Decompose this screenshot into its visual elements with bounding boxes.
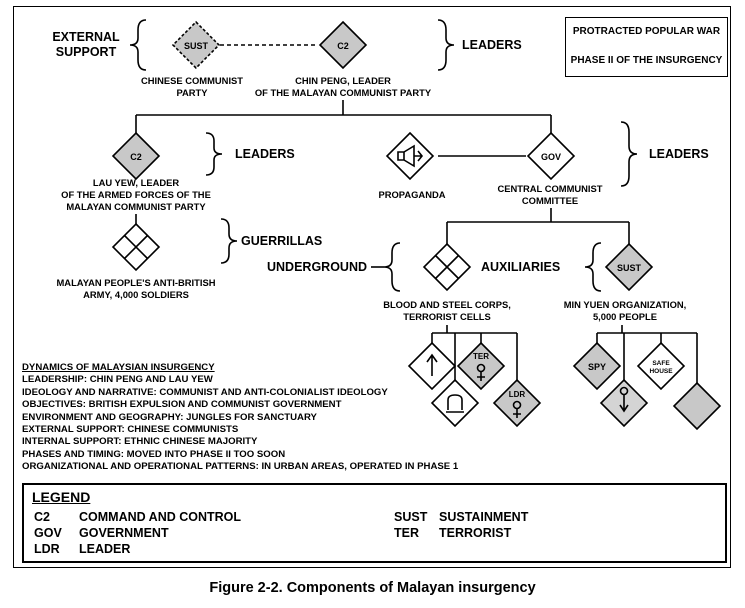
brace-left	[383, 242, 401, 292]
legend-def: LEADER	[79, 542, 131, 556]
dynamics-line: EXTERNAL SUPPORT: CHINESE COMMUNISTS	[22, 424, 239, 436]
legend-abbr: C2	[34, 510, 50, 524]
loudspeaker-icon	[397, 144, 424, 168]
committee-caption: CENTRAL COMMUNIST	[497, 183, 602, 194]
legend-def: TERRORIST	[439, 526, 512, 540]
ter-diamond	[456, 341, 506, 391]
army-caption: MALAYAN PEOPLE'S ANTI-BRITISH	[56, 277, 215, 288]
blank-diamond	[672, 381, 722, 431]
committee-caption: COMMITTEE	[522, 195, 578, 206]
figure-caption: Figure 2-2. Components of Malayan insurg…	[209, 580, 536, 596]
bell-icon	[446, 394, 464, 413]
external-support-label: SUPPORT	[56, 45, 117, 59]
army-caption: ARMY, 4,000 SOLDIERS	[83, 289, 189, 300]
legend-def: SUSTAINMENT	[439, 510, 529, 524]
c2-node-label: C2	[337, 41, 349, 51]
dynamics-line: IDEOLOGY AND NARRATIVE: COMMUNIST AND AN…	[22, 386, 388, 398]
ter-symbol-icon	[476, 363, 486, 373]
c2-diamond-chin-peng	[318, 20, 368, 70]
note-line: PHASE II OF THE INSURGENCY	[570, 55, 723, 66]
chin-peng-caption: OF THE MALAYAN COMMUNIST PARTY	[255, 87, 432, 98]
legend-abbr: LDR	[34, 542, 60, 556]
cross-icon	[434, 254, 460, 280]
leaders-label: LEADERS	[462, 38, 522, 52]
legend-box: LEGEND C2 COMMAND AND CONTROL GOV GOVERN…	[22, 483, 727, 563]
dynamics-line: PHASES AND TIMING: MOVED INTO PHASE II T…	[22, 448, 286, 460]
legend-def: COMMAND AND CONTROL	[79, 510, 242, 524]
diagram-frame	[13, 6, 731, 568]
brace-left	[129, 19, 147, 71]
external-support-label: EXTERNAL	[52, 30, 120, 44]
dynamics-panel: DYNAMICS OF MALAYSIAN INSURGENCY LEADERS…	[22, 362, 492, 474]
sust-node-label: SUST	[184, 41, 209, 51]
gov-diamond	[526, 131, 576, 181]
spy-node-label: SPY	[588, 362, 606, 372]
dynamics-title: DYNAMICS OF MALAYSIAN INSURGENCY	[22, 362, 215, 373]
legend-abbr: GOV	[34, 526, 62, 540]
gov-node-label: GOV	[541, 152, 561, 162]
min-yuen-caption: MIN YUEN ORGANIZATION,	[564, 299, 687, 310]
ldr-diamond	[492, 378, 542, 428]
sust-caption: CHINESE COMMUNIST	[141, 75, 243, 86]
phase-note-box: PROTRACTED POPULAR WAR PHASE II OF THE I…	[565, 17, 728, 77]
legend-abbr: TER	[394, 526, 419, 540]
ldr-node-label: LDR	[509, 390, 526, 399]
sust-diamond-external	[171, 20, 221, 70]
sust-diamond-auxiliaries	[604, 242, 654, 292]
dynamics-line: ENVIRONMENT AND GEOGRAPHY: JUNGLES FOR S…	[22, 411, 317, 423]
sust-caption: PARTY	[176, 87, 208, 98]
leaders-label: LEADERS	[235, 147, 295, 161]
weapon-diamond	[430, 378, 480, 428]
blood-steel-caption: BLOOD AND STEEL CORPS,	[383, 299, 511, 310]
c2-diamond-lau-yew	[111, 131, 161, 181]
up-arrow-icon	[426, 353, 438, 376]
spy-diamond	[572, 341, 622, 391]
dynamics-line: INTERNAL SUPPORT: ETHNIC CHINESE MAJORIT…	[22, 436, 258, 448]
min-yuen-caption: 5,000 PEOPLE	[593, 311, 657, 322]
safe-house-label: SAFE	[652, 360, 670, 367]
auxiliaries-label: AUXILIARIES	[481, 260, 560, 274]
legend-def: GOVERNMENT	[79, 526, 169, 540]
brace-right	[220, 218, 238, 264]
underground-label: UNDERGROUND	[267, 260, 367, 274]
legend-title: LEGEND	[32, 489, 91, 505]
leaders-label: LEADERS	[649, 147, 709, 161]
dynamics-line: ORGANIZATIONAL AND OPERATIONAL PATTERNS:…	[22, 461, 459, 473]
dynamics-line: LEADERSHIP: CHIN PENG AND LAU YEW	[22, 374, 213, 386]
cross-icon	[123, 234, 149, 260]
brace-right	[437, 19, 455, 71]
lau-yew-caption: MALAYAN COMMUNIST PARTY	[66, 201, 206, 212]
safe-house-diamond	[636, 341, 686, 391]
ldr-symbol-icon	[512, 400, 522, 410]
brace-right	[620, 121, 638, 187]
ter-node-label: TER	[473, 352, 489, 361]
brace-right	[205, 132, 223, 176]
safe-house-label: HOUSE	[649, 368, 673, 375]
brace-left	[584, 242, 602, 292]
lau-yew-caption: OF THE ARMED FORCES OF THE	[61, 189, 211, 200]
sust-node-label: SUST	[617, 263, 642, 273]
c2-node-label: C2	[130, 152, 142, 162]
chin-peng-caption: CHIN PENG, LEADER	[295, 75, 391, 86]
blood-steel-caption: TERRORIST CELLS	[403, 311, 491, 322]
guerrillas-label: GUERRILLAS	[241, 234, 322, 248]
note-line: PROTRACTED POPULAR WAR	[572, 26, 721, 37]
lau-yew-caption: LAU YEW, LEADER	[93, 177, 180, 188]
legend-abbr: SUST	[394, 510, 428, 524]
propaganda-diamond	[385, 131, 435, 181]
dynamics-line: OBJECTIVES: BRITISH EXPULSION AND COMMUN…	[22, 399, 342, 411]
propaganda-caption: PROPAGANDA	[378, 189, 445, 200]
courier-symbol-icon	[619, 386, 629, 396]
